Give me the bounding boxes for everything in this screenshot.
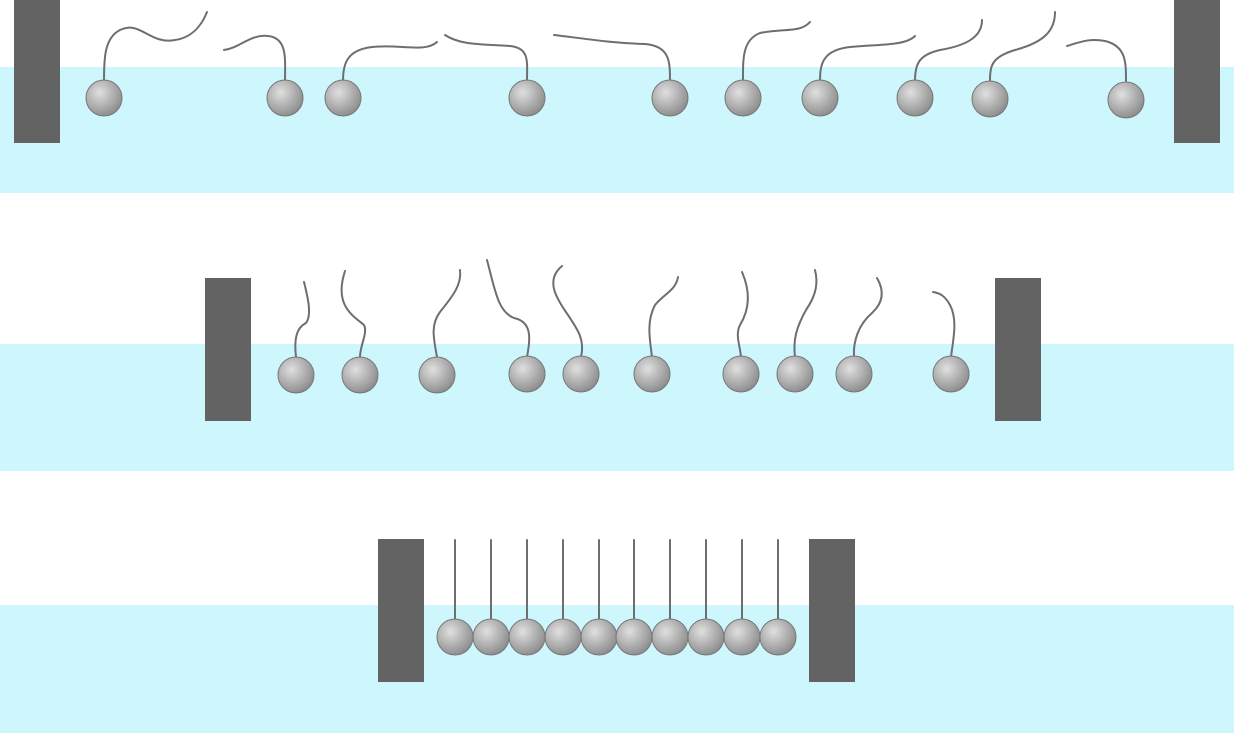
- tail: [914, 19, 983, 82]
- polar-head: [776, 355, 814, 393]
- tail: [223, 34, 287, 82]
- polar-head: [436, 618, 474, 656]
- tail: [741, 21, 811, 82]
- polar-head: [266, 79, 304, 117]
- polar-head: [801, 79, 839, 117]
- polar-head: [418, 356, 456, 394]
- polar-head: [633, 355, 671, 393]
- tail: [294, 281, 311, 358]
- polar-head: [508, 618, 546, 656]
- tail: [444, 34, 529, 82]
- polar-head: [971, 80, 1009, 118]
- polar-head: [651, 79, 689, 117]
- tail: [1066, 38, 1127, 82]
- tail: [648, 276, 679, 358]
- right-barrier: [809, 539, 855, 682]
- right-barrier: [995, 278, 1041, 421]
- tail: [342, 41, 438, 82]
- polar-head: [324, 79, 362, 117]
- polar-head: [722, 355, 760, 393]
- polar-head: [85, 79, 123, 117]
- polar-head: [277, 356, 315, 394]
- polar-head: [544, 618, 582, 656]
- left-barrier: [378, 539, 424, 682]
- tail: [793, 269, 818, 358]
- polar-head: [341, 356, 379, 394]
- polar-head: [759, 618, 797, 656]
- polar-head: [472, 618, 510, 656]
- right-barrier: [1174, 0, 1220, 143]
- polar-head: [508, 79, 546, 117]
- polar-head: [580, 618, 618, 656]
- polar-head: [723, 618, 761, 656]
- tail: [432, 269, 462, 358]
- polar-head: [508, 355, 546, 393]
- tail: [736, 271, 749, 358]
- tail: [553, 34, 671, 82]
- left-barrier: [205, 278, 251, 421]
- polar-head: [724, 79, 762, 117]
- left-barrier: [14, 0, 60, 143]
- stage-compressed-panel: [0, 259, 1234, 471]
- tail: [932, 291, 956, 358]
- polar-head: [1107, 81, 1145, 119]
- polar-head: [687, 618, 725, 656]
- polar-head: [896, 79, 934, 117]
- polar-head: [651, 618, 689, 656]
- water-subphase: [0, 605, 1234, 733]
- polar-head: [562, 355, 600, 393]
- water-subphase: [0, 344, 1234, 471]
- tail: [852, 277, 883, 358]
- polar-head: [835, 355, 873, 393]
- polar-head: [932, 355, 970, 393]
- stage-expanded-panel: [0, 0, 1234, 193]
- stage-packed-panel: [0, 539, 1234, 733]
- tail: [486, 259, 531, 358]
- polar-head: [615, 618, 653, 656]
- tail: [819, 35, 916, 82]
- tail: [103, 11, 208, 82]
- tail: [989, 11, 1056, 82]
- water-subphase: [0, 67, 1234, 193]
- tail: [340, 270, 367, 358]
- tail: [552, 265, 584, 358]
